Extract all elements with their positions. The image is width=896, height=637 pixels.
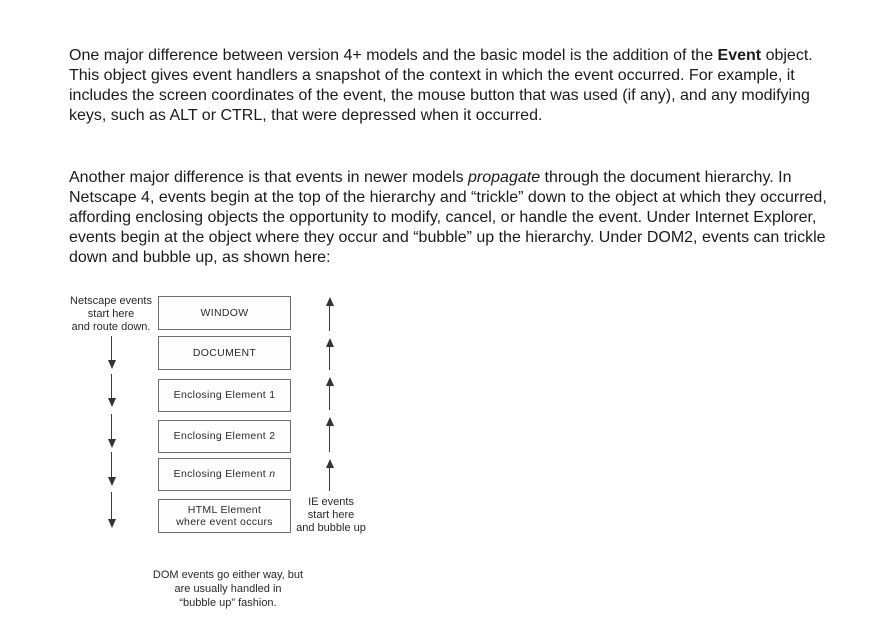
down-arrow xyxy=(107,336,116,369)
italic-propagate-text: propagate xyxy=(468,169,541,186)
box-label: Enclosing Element 1 xyxy=(173,389,276,402)
arrow-shaft xyxy=(329,306,330,331)
ie-label-line: and bubble up xyxy=(296,521,366,534)
arrow-shaft xyxy=(111,452,112,477)
up-arrow xyxy=(325,338,334,370)
arrow-shaft xyxy=(111,336,112,360)
arrow-shaft xyxy=(329,386,330,410)
box-label: HTML Element xyxy=(187,503,262,516)
up-arrowhead-icon xyxy=(325,417,334,426)
paragraph-propagation: Another major difference is that events … xyxy=(69,168,841,268)
up-arrow xyxy=(325,417,334,452)
up-arrowhead-icon xyxy=(325,338,334,347)
box-label: Enclosing Element n xyxy=(173,468,276,481)
paragraph-event-object: One major difference between version 4+ … xyxy=(69,46,841,126)
up-arrowhead-icon xyxy=(325,459,334,468)
caption-line: DOM events go either way, but xyxy=(152,569,304,581)
down-arrowhead-icon xyxy=(107,360,116,369)
arrow-shaft xyxy=(111,492,112,519)
netscape-label-line: Netscape events xyxy=(70,295,152,307)
arrow-shaft xyxy=(329,426,330,452)
ie-events-label: IE events start here and bubble up xyxy=(287,496,375,534)
arrow-shaft xyxy=(111,374,112,398)
ie-label-line: IE events xyxy=(308,496,354,508)
up-arrow xyxy=(325,377,334,410)
paragraph-text: One major difference between version 4+ … xyxy=(69,47,718,64)
diagram-box-html-element: HTML Element where event occurs xyxy=(158,499,291,533)
diagram-box-enclosing-element-1: Enclosing Element 1 xyxy=(158,379,291,412)
netscape-label-line: start here xyxy=(87,307,135,320)
arrow-shaft xyxy=(329,468,330,491)
down-arrow xyxy=(107,452,116,486)
paragraph-text: through the document hierarchy. In Netsc… xyxy=(69,169,827,266)
diagram-box-enclosing-element-n: Enclosing Element n xyxy=(158,458,291,491)
diagram-box-document: DOCUMENT xyxy=(158,336,291,370)
down-arrow xyxy=(107,414,116,448)
down-arrowhead-icon xyxy=(107,519,116,528)
netscape-events-label: Netscape events start here and route dow… xyxy=(64,295,158,333)
up-arrowhead-icon xyxy=(325,377,334,386)
down-arrowhead-icon xyxy=(107,439,116,448)
down-arrowhead-icon xyxy=(107,477,116,486)
box-label: WINDOW xyxy=(200,306,249,319)
down-arrow xyxy=(107,374,116,407)
up-arrowhead-icon xyxy=(325,297,334,306)
caption-line: are usually handled in xyxy=(174,582,282,595)
diagram-box-enclosing-element-2: Enclosing Element 2 xyxy=(158,420,291,453)
paragraph-text: Another major difference is that events … xyxy=(69,169,469,186)
arrow-shaft xyxy=(329,347,330,370)
arrow-shaft xyxy=(111,414,112,439)
italic-n: n xyxy=(269,468,276,481)
up-arrow xyxy=(325,459,334,491)
box-label: where event occurs xyxy=(176,516,273,528)
box-label: DOCUMENT xyxy=(192,346,257,359)
dom-events-caption: DOM events go either way, but are usuall… xyxy=(137,569,319,610)
diagram-box-window: WINDOW xyxy=(158,296,291,330)
netscape-label-line: and route down. xyxy=(71,320,151,333)
caption-line: “bubble up” fashion. xyxy=(179,596,277,609)
up-arrow xyxy=(325,297,334,331)
bold-event-text: Event xyxy=(717,47,762,64)
paragraph-text: object. This object gives event handlers… xyxy=(69,47,813,124)
box-label: Enclosing Element 2 xyxy=(173,430,276,443)
ie-label-line: start here xyxy=(307,508,355,521)
down-arrow xyxy=(107,492,116,528)
down-arrowhead-icon xyxy=(107,398,116,407)
